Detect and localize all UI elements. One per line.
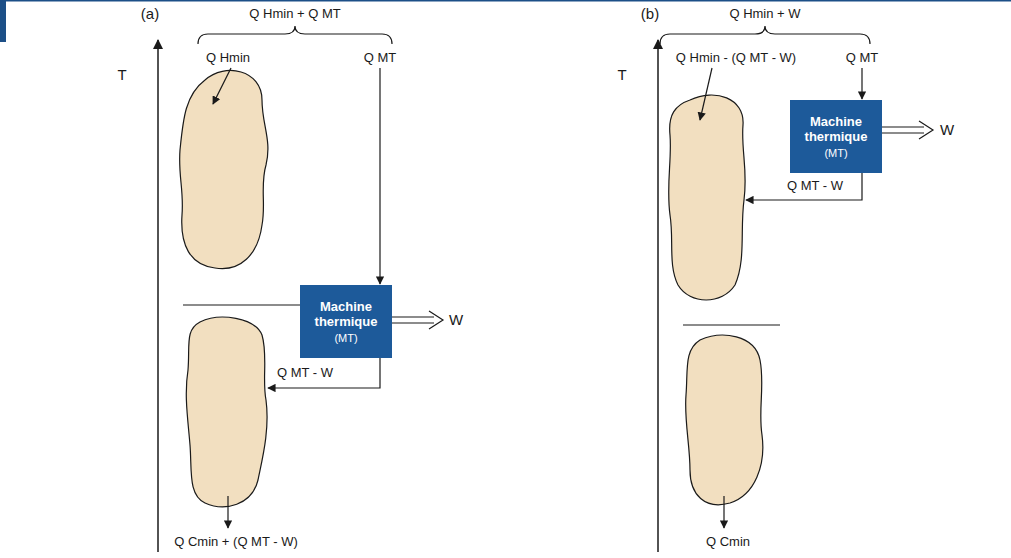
flow-label: (b) — [641, 6, 659, 22]
heat-arrow — [723, 496, 724, 528]
pinch-line — [683, 324, 780, 325]
brace — [198, 26, 392, 44]
flow-label: W — [940, 122, 954, 138]
flow-label: Q Hmin - (Q MT - W) — [676, 50, 796, 66]
brace — [660, 26, 870, 44]
flow-label: Q Cmin — [706, 534, 750, 550]
work-arrow — [392, 316, 434, 317]
box-abbreviation: (MT) — [334, 331, 357, 345]
flow-label: T — [617, 67, 626, 83]
reject-arrow — [268, 358, 380, 388]
hot-blob — [180, 70, 268, 268]
box-title: Machine thermique — [796, 114, 876, 144]
work-arrow — [392, 322, 434, 323]
heat-arrow — [379, 68, 380, 284]
heat-arrow — [861, 68, 862, 99]
flow-label: Q Hmin + Q MT — [249, 6, 340, 22]
flow-label: W — [449, 312, 463, 328]
top-rule — [0, 0, 1011, 2]
cold-blob — [186, 317, 267, 507]
flow-label: Q Cmin + (Q MT - W) — [174, 534, 298, 550]
process-box: Machine thermique (MT) — [790, 100, 882, 173]
flow-label: Q MT - W — [787, 178, 843, 194]
work-arrow-head — [429, 311, 443, 329]
work-arrow — [882, 126, 924, 127]
flow-label: Q Hmin — [206, 50, 250, 66]
flow-label: (a) — [141, 6, 159, 22]
flow-label: Q MT — [846, 50, 879, 66]
box-abbreviation: (MT) — [824, 146, 847, 160]
work-arrow — [882, 132, 924, 133]
reject-arrow — [746, 173, 862, 200]
work-arrow-head — [919, 121, 933, 139]
heat-arrow — [227, 496, 228, 528]
hot-blob — [669, 95, 746, 300]
corner-bar — [0, 0, 6, 42]
heat-arrow — [700, 68, 712, 120]
temperature-axis — [657, 40, 659, 552]
flow-label: Q MT - W — [277, 365, 333, 381]
temperature-axis — [157, 40, 159, 552]
flow-label: T — [117, 67, 126, 83]
flow-label: Q Hmin + W — [729, 6, 800, 22]
flow-label: Q MT — [364, 50, 397, 66]
cold-blob — [686, 335, 763, 505]
pinch-line — [183, 304, 300, 305]
heat-arrow — [213, 68, 231, 104]
box-title: Machine thermique — [306, 299, 386, 329]
process-box: Machine thermique (MT) — [300, 285, 392, 358]
